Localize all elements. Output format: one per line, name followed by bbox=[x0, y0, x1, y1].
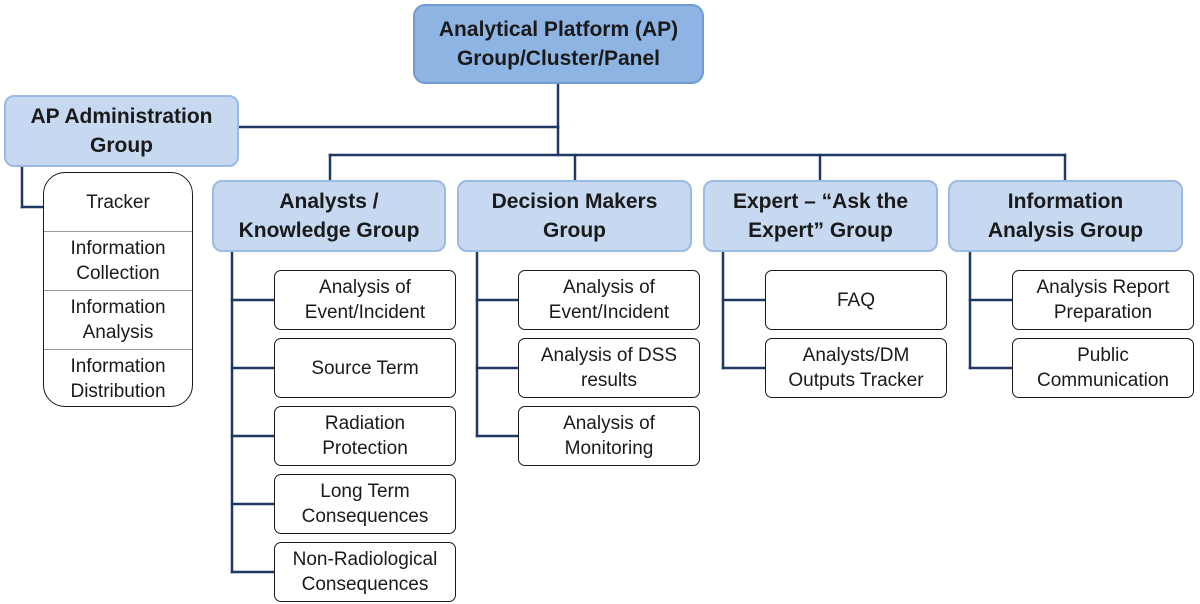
admin-item-information-analysis: Information Analysis bbox=[44, 290, 192, 349]
child-radiation-protection: Radiation Protection bbox=[274, 406, 456, 466]
child-dm-analysis-of-event-incident: Analysis of Event/Incident bbox=[518, 270, 700, 330]
child-source-term: Source Term bbox=[274, 338, 456, 398]
group-ask-the-expert: Expert – “Ask the Expert” Group bbox=[703, 180, 938, 252]
child-analysis-report-preparation: Analysis Report Preparation bbox=[1012, 270, 1194, 330]
child-analysis-of-event-incident: Analysis of Event/Incident bbox=[274, 270, 456, 330]
admin-item-tracker: Tracker bbox=[86, 191, 150, 213]
group-decision-makers: Decision Makers Group bbox=[457, 180, 692, 252]
root-node: Analytical Platform (AP) Group/Cluster/P… bbox=[413, 4, 704, 84]
child-long-term-consequences: Long Term Consequences bbox=[274, 474, 456, 534]
child-analysis-of-dss-results: Analysis of DSS results bbox=[518, 338, 700, 398]
admin-items-list: Tracker Information Collection Informati… bbox=[43, 172, 193, 407]
child-faq: FAQ bbox=[765, 270, 947, 330]
child-non-radiological-consequences: Non-Radiological Consequences bbox=[274, 542, 456, 602]
child-public-communication: Public Communication bbox=[1012, 338, 1194, 398]
group-analysts-knowledge: Analysts / Knowledge Group bbox=[212, 180, 446, 252]
group-information-analysis: Information Analysis Group bbox=[948, 180, 1183, 252]
child-analysis-of-monitoring: Analysis of Monitoring bbox=[518, 406, 700, 466]
admin-item-information-distribution: Information Distribution bbox=[44, 349, 192, 406]
admin-group-node: AP Administration Group bbox=[4, 95, 239, 167]
child-outputs-tracker: Analysts/DM Outputs Tracker bbox=[765, 338, 947, 398]
admin-item-information-collection: Information Collection bbox=[44, 231, 192, 290]
